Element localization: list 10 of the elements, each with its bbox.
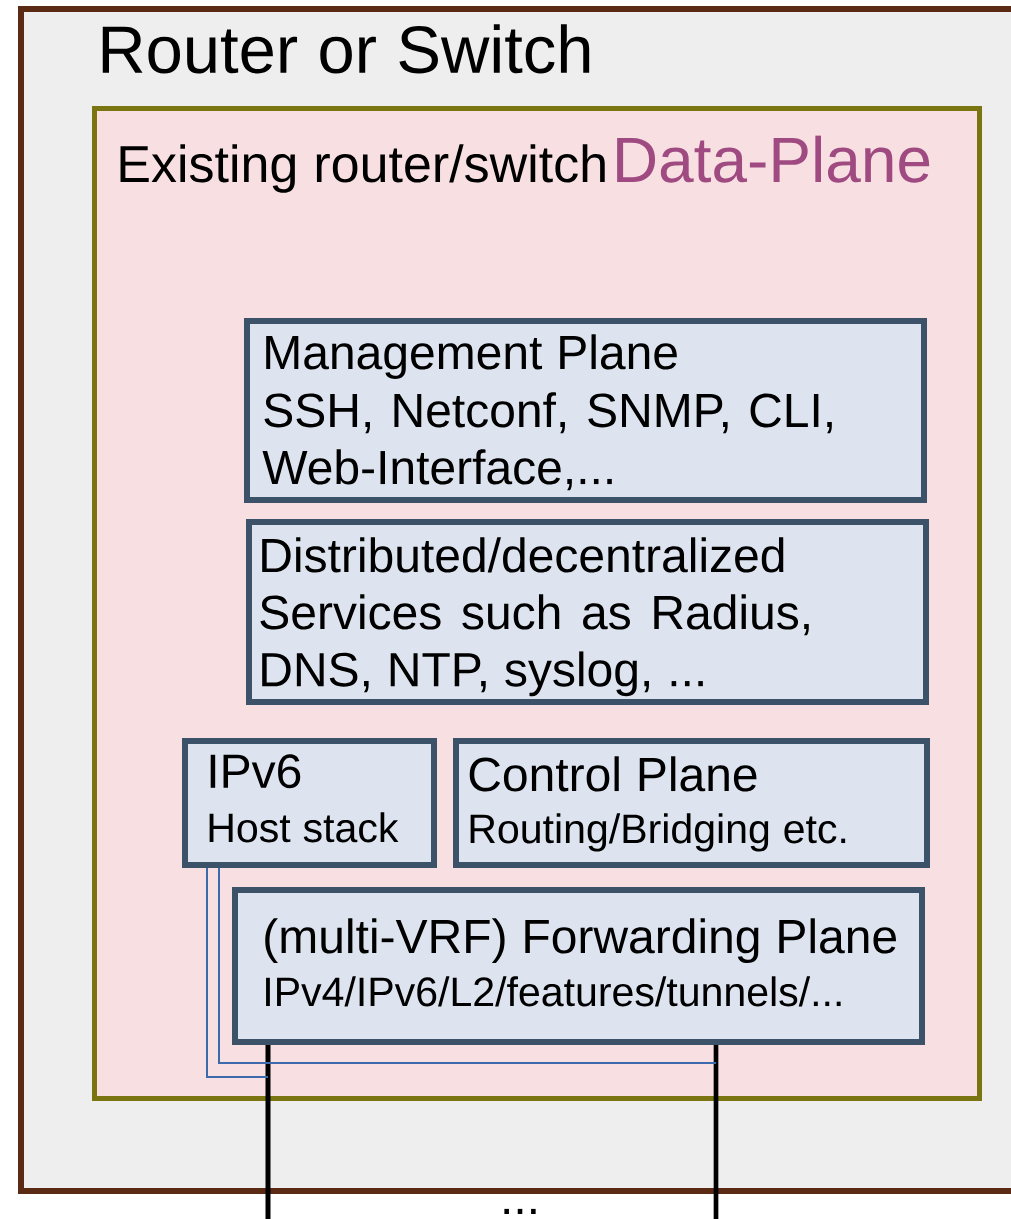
plane-box: Control Plane Routing/Bridging etc. <box>453 738 930 868</box>
host-stack-box: IPv6 Host stack <box>182 738 437 868</box>
plane-box: Management Plane SSH, Netconf, SNMP, CLI, Web-Interface,... <box>244 318 927 503</box>
connector-line <box>218 867 717 1064</box>
port-line <box>265 1045 271 1219</box>
port-line <box>713 1045 719 1219</box>
ellipsis-text: ... <box>504 1208 536 1214</box>
plane-box: (multi-VRF) Forwarding Plane IPv4/IPv6/L2/features/tunnels/... <box>232 887 925 1045</box>
connector-line <box>206 867 269 1078</box>
services-box: Distributed/decentralized Services such as Radius, DNS, NTP, syslog, ... <box>246 519 929 705</box>
